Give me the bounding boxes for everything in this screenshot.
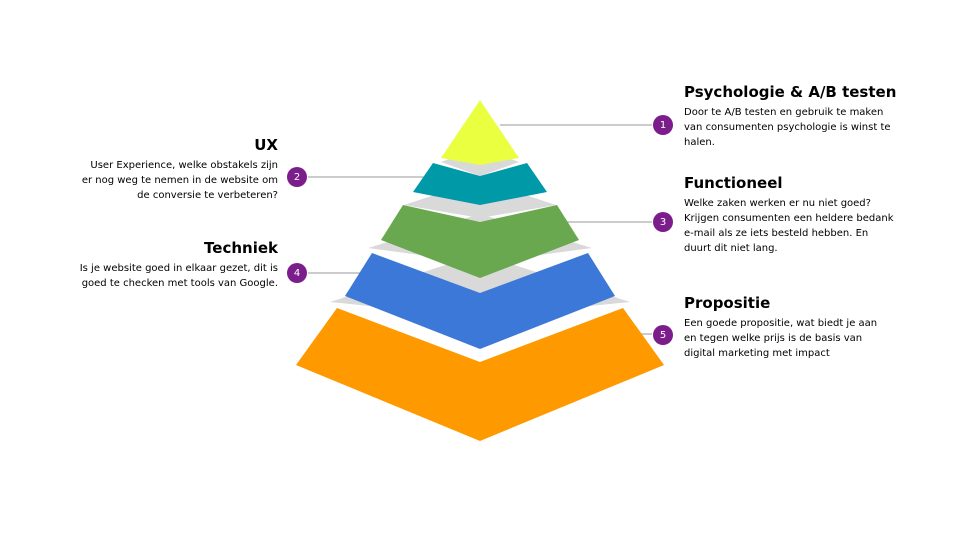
pyramid-level-3 [381,205,579,278]
pyramid-level-2-right [480,163,547,205]
item-block-3: Functioneel Welke zaken werken er nu nie… [684,174,894,256]
pyramid-level-3-left [381,205,480,278]
pyramid-level-2-left [413,163,480,205]
pyramid-level-5-left [296,308,480,441]
badge-4: 4 [287,263,307,283]
badge-3: 3 [653,212,673,232]
badge-2: 2 [287,167,307,187]
item-block-4: Techniek Is je website goed in elkaar ge… [78,239,278,291]
pyramid-level-5 [296,308,664,441]
item-block-5: Propositie Een goede propositie, wat bie… [684,294,889,361]
item-block-2: UX User Experience, welke obstakels zijn… [78,136,278,203]
badge-5: 5 [653,325,673,345]
item-text-3: Welke zaken werken er nu niet goed? Krij… [684,198,894,254]
pyramid-level-4-left [345,253,480,349]
pyramid-level-1-face [441,100,519,165]
item-title-4: Techniek [204,239,278,257]
item-title-1: Psychologie & A/B testen [684,83,897,101]
item-text-1: Door te A/B testen en gebruik te maken v… [684,107,891,148]
pyramid-level-5-right [480,308,664,441]
pyramid-level-2 [413,163,547,205]
item-text-5: Een goede propositie, wat biedt je aan e… [684,318,878,359]
item-text-4: Is je website goed in elkaar gezet, dit … [79,263,278,289]
item-title-2: UX [254,136,278,154]
item-title-3: Functioneel [684,174,783,192]
item-block-1: Psychologie & A/B testen Door te A/B tes… [684,83,899,150]
badge-1: 1 [653,115,673,135]
pyramid-level-4 [345,253,615,349]
pyramid-level-3-right [480,205,579,278]
item-text-2: User Experience, welke obstakels zijn er… [81,160,278,201]
pyramid-level-4-right [480,253,615,349]
pyramid-level-1 [441,100,519,165]
item-title-5: Propositie [684,294,771,312]
